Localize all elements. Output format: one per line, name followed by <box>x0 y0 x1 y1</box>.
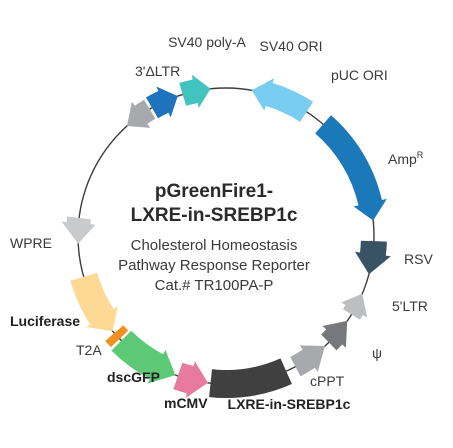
label-ampr: AmpR <box>388 150 424 167</box>
segment-t2a <box>105 325 129 348</box>
segment-puc-ori <box>251 78 314 122</box>
segment-cppt <box>290 345 325 377</box>
segment-5-ltr <box>341 293 368 320</box>
map-title-line-1: pGreenFire1- <box>155 181 273 202</box>
label-sv40-ori: SV40 ORI <box>259 38 322 54</box>
label-psi: ψ <box>372 345 382 361</box>
segment-lxre-in-srebp1c <box>209 358 292 398</box>
segment-dscgfp <box>111 330 176 384</box>
label-mcmv: mCMV <box>164 395 208 411</box>
label-dscgfp: dscGFP <box>107 369 160 385</box>
map-subtitle-line-3: Cat.# TR100PA-P <box>155 277 274 294</box>
label-cppt: cPPT <box>310 373 345 389</box>
map-subtitle-line-2: Pathway Response Reporter <box>118 257 310 274</box>
segment- <box>321 320 348 351</box>
segment-wpre <box>61 216 96 244</box>
segment-rsv <box>355 240 391 275</box>
segment-sv40-ori <box>179 74 211 108</box>
segment-3-ltr <box>127 99 156 128</box>
label-sv40-polya: SV40 poly-A <box>168 34 246 50</box>
label-lxre-in-srebp1c: LXRE-in-SREBP1c <box>228 396 351 412</box>
segment-amp <box>315 115 387 221</box>
segment-luciferase <box>70 272 118 332</box>
feature-segments <box>61 74 391 398</box>
label-wpre: WPRE <box>10 235 52 251</box>
label-3-delta-ltr: 3'ΔLTR <box>135 63 180 79</box>
label-luciferase: Luciferase <box>10 313 80 329</box>
map-subtitle-line-1: Cholesterol Homeostasis <box>131 237 298 254</box>
map-title-line-2: LXRE-in-SREBP1c <box>131 205 298 226</box>
segment-sv40-poly-a <box>146 86 178 119</box>
segment-mcmv <box>173 361 208 398</box>
label-puc-ori: pUC ORI <box>331 67 388 83</box>
label-5ltr: 5'LTR <box>392 298 428 314</box>
label-rsv: RSV <box>404 251 433 267</box>
label-t2a: T2A <box>76 342 102 358</box>
